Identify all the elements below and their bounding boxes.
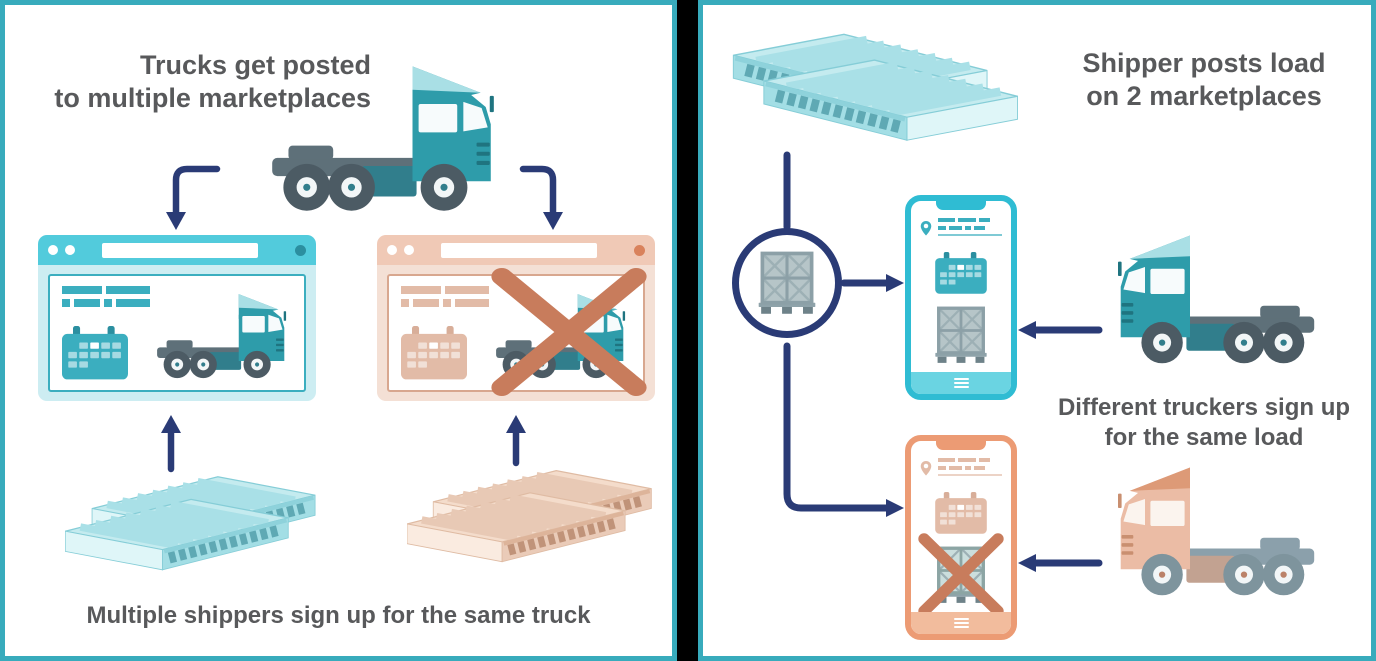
browser-window-peach [377, 235, 655, 401]
browser-window-teal [38, 235, 316, 401]
listing-panel [48, 274, 306, 392]
browser-header [38, 235, 316, 265]
truck-icon [1118, 467, 1315, 596]
warehouse-icon [407, 459, 653, 566]
phone-teal [905, 195, 1017, 400]
load-circle-node [732, 228, 842, 338]
calendar-icon [401, 326, 467, 380]
crate-icon [933, 306, 989, 364]
arrow-down-icon [166, 212, 186, 230]
location-pin-icon [920, 461, 932, 476]
truck-icon [272, 66, 494, 211]
left-panel: Trucks get posted to multiple marketplac… [0, 0, 677, 661]
menu-icon [911, 372, 1011, 394]
x-mark-icon [489, 266, 649, 398]
arrow-right-icon [886, 274, 904, 292]
address-bar [102, 242, 258, 258]
warehouse-icon [731, 21, 1018, 145]
listing-text [938, 218, 1002, 236]
browser-body [38, 265, 316, 401]
window-dot-icon [404, 245, 414, 255]
address-bar [441, 242, 597, 258]
listing-text [62, 286, 150, 380]
browser-header [377, 235, 655, 265]
warehouse-icon [65, 465, 317, 574]
truck-listing-icon [157, 294, 287, 379]
right-caption: Different truckers sign up for the same … [1057, 394, 1351, 451]
menu-icon [911, 612, 1011, 634]
x-mark-icon [917, 532, 1005, 618]
phone-notch [936, 201, 986, 210]
arrow-right-icon [886, 499, 904, 517]
phone-header [920, 458, 1002, 479]
calendar-icon [935, 492, 987, 534]
arrow-down-icon [543, 212, 563, 230]
arrow-left-icon [1018, 554, 1036, 572]
window-dot-icon [48, 245, 58, 255]
right-panel: Shipper posts load on 2 marketplaces [698, 0, 1376, 661]
arrow-up-icon [161, 415, 181, 433]
crate-icon [756, 251, 818, 315]
listing-text [401, 286, 489, 380]
truck-icon [1118, 235, 1315, 364]
arrow-left-icon [1018, 321, 1036, 339]
calendar-icon [935, 252, 987, 294]
location-pin-icon [920, 221, 932, 236]
window-dot-icon [65, 245, 75, 255]
calendar-icon [62, 326, 128, 380]
arrow-up-icon [506, 415, 526, 433]
phone-orange [905, 435, 1017, 640]
right-title: Shipper posts load on 2 marketplaces [1082, 48, 1326, 111]
phone-header [920, 218, 1002, 239]
window-dot-icon [387, 245, 397, 255]
left-title: Trucks get posted to multiple marketplac… [54, 50, 371, 113]
accent-dot-icon [295, 244, 306, 256]
listing-panel [387, 274, 645, 392]
browser-body [377, 265, 655, 401]
phone-notch [936, 441, 986, 450]
left-caption: Multiple shippers sign up for the same t… [86, 602, 591, 629]
listing-text [938, 458, 1002, 476]
accent-dot-icon [634, 244, 645, 256]
